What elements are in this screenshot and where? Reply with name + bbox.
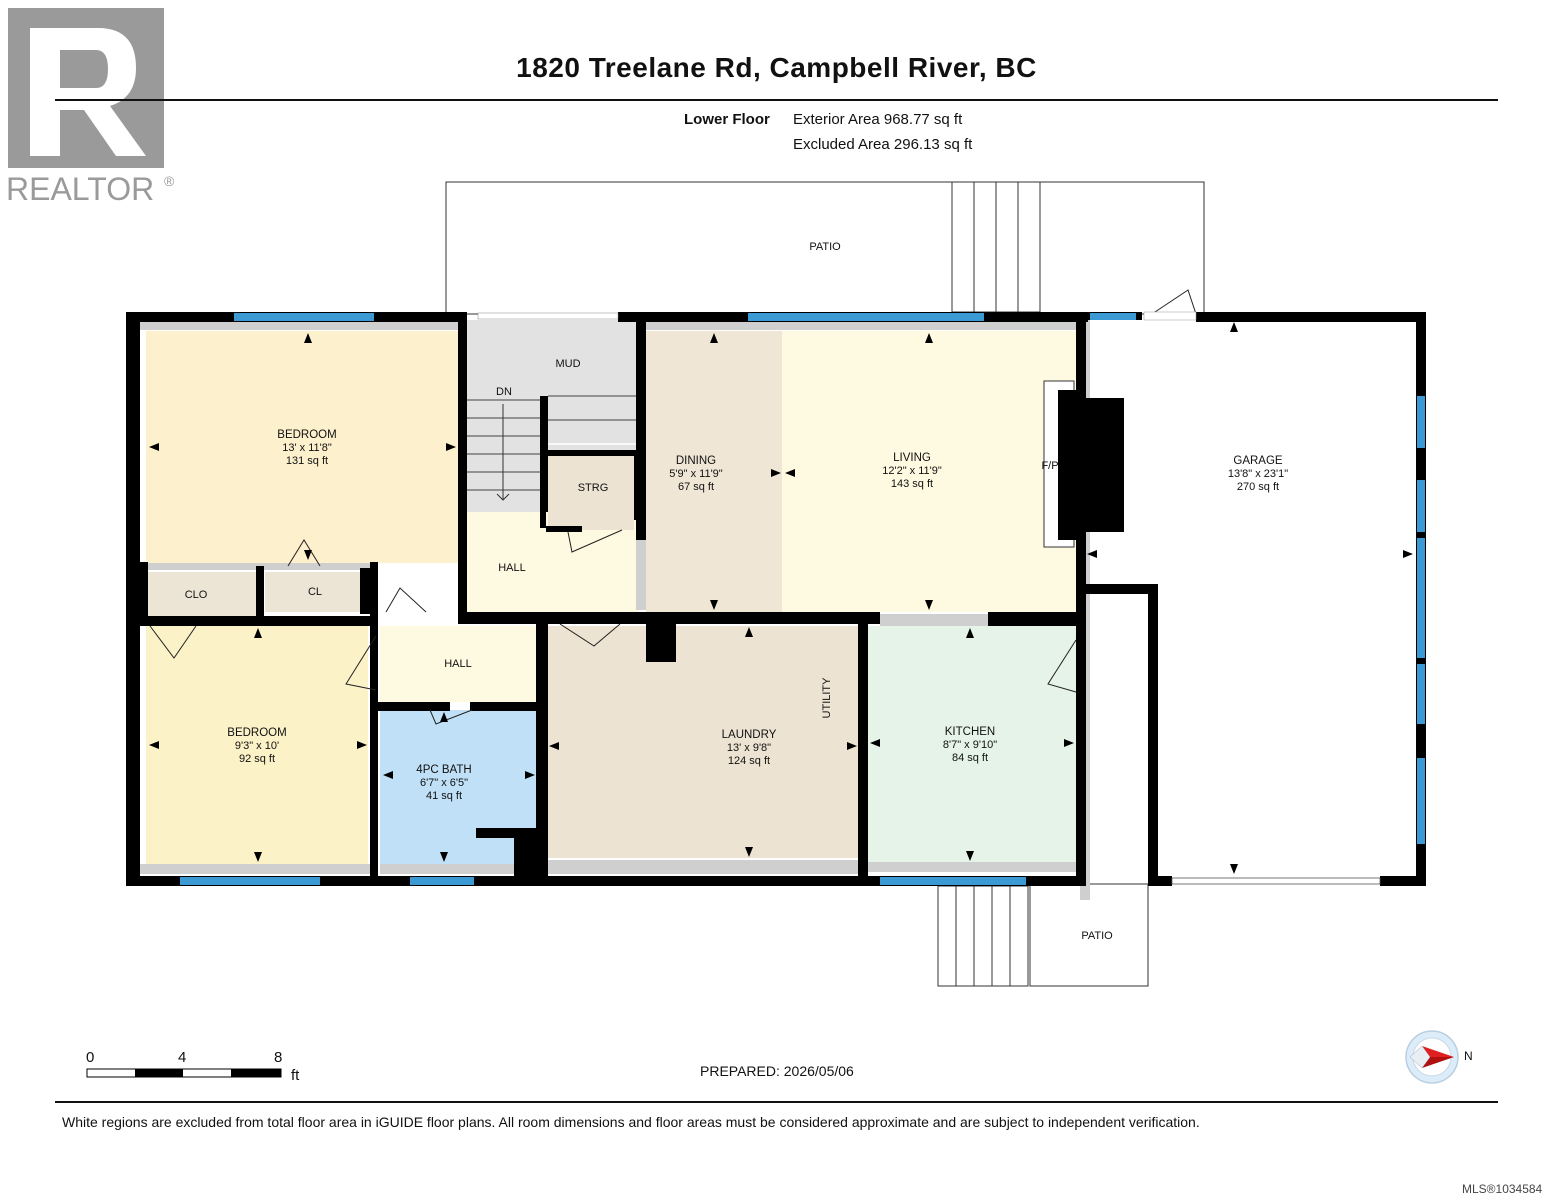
- stairs-outline: [467, 395, 636, 501]
- excluded-area: Excluded Area 296.13 sq ft: [793, 136, 973, 153]
- bath-name: 4PC BATH: [416, 764, 471, 776]
- bedroom-1-fill: [146, 331, 459, 563]
- compass-label: N: [1464, 1049, 1473, 1063]
- doors: [149, 289, 1197, 725]
- dining-fill: [646, 331, 784, 612]
- kitchen-area: 84 sq ft: [952, 752, 988, 764]
- scale-bar: [86, 1068, 282, 1078]
- bath-dims: 6'7" x 6'5": [420, 777, 468, 789]
- garage-dims: 13'8" x 23'1": [1228, 468, 1288, 480]
- steps-bottom: [937, 885, 1029, 987]
- dining-dims: 5'9" x 11'9": [669, 468, 722, 480]
- footer-divider: [55, 1101, 1498, 1103]
- floor-plan: BEDROOM 13' x 11'8" 131 sq ft BEDROOM 9'…: [126, 181, 1426, 987]
- dining-area: 67 sq ft: [678, 481, 714, 493]
- windows: [180, 313, 1425, 885]
- living-dims: 12'2" x 11'9": [882, 465, 942, 477]
- bath-area: 41 sq ft: [426, 790, 462, 802]
- scale-unit: ft: [291, 1067, 300, 1084]
- scale-tick-0: 0: [86, 1049, 95, 1066]
- living-fill: [782, 331, 1076, 612]
- utility-label: UTILITY: [821, 677, 833, 719]
- living-name: LIVING: [893, 452, 931, 464]
- fireplace-label: F/P: [1041, 460, 1058, 472]
- laundry-name: LAUNDRY: [722, 729, 777, 741]
- cl-fill: [265, 572, 365, 612]
- laundry-fill: [548, 626, 860, 858]
- realtor-logo: REALTOR ®: [6, 8, 175, 207]
- mls-number: MLS®1034584: [1462, 1182, 1543, 1196]
- clo-label: CLO: [185, 589, 208, 601]
- bedroom-1-dims: 13' x 11'8": [282, 442, 332, 454]
- laundry-area: 124 sq ft: [728, 755, 770, 767]
- compass-north-icon: [1405, 1030, 1459, 1084]
- patio-top-label: PATIO: [809, 241, 841, 253]
- interior-walls: [128, 312, 1080, 886]
- stairs-down-label: DN: [496, 386, 512, 398]
- garage-door: [1171, 877, 1381, 885]
- realtor-wordmark: REALTOR: [6, 171, 154, 207]
- hall-lower-fill: [380, 626, 538, 702]
- kitchen-fill: [868, 626, 1076, 862]
- bedroom-2-area: 92 sq ft: [239, 753, 275, 765]
- hall-lower-label: HALL: [444, 658, 472, 670]
- living-area: 143 sq ft: [891, 478, 933, 490]
- mud-label: MUD: [555, 358, 580, 370]
- patio-top: [445, 181, 1205, 315]
- clo-fill: [146, 572, 256, 616]
- exterior-area: Exterior Area 968.77 sq ft: [793, 111, 963, 128]
- kitchen-dims: 8'7" x 9'10": [943, 739, 997, 751]
- bedroom-2-fill: [146, 626, 368, 864]
- window-mullions: [1416, 448, 1426, 876]
- dimension-arrows: [149, 322, 1413, 874]
- bedroom-2-dims: 9'3" x 10': [235, 740, 279, 752]
- hall-upper-label: HALL: [498, 562, 526, 574]
- floor-label: Lower Floor: [684, 111, 770, 128]
- property-title: 1820 Treelane Rd, Campbell River, BC: [516, 52, 1037, 83]
- bath-fill: [380, 710, 538, 864]
- fireplace-wall: [1058, 390, 1076, 540]
- header-divider: [55, 99, 1498, 101]
- garage-name: GARAGE: [1233, 455, 1283, 467]
- svg-text:®: ®: [164, 173, 175, 189]
- bedroom-1-area: 131 sq ft: [286, 455, 328, 467]
- mud-door: [477, 312, 619, 320]
- bedroom-1-name: BEDROOM: [277, 429, 336, 441]
- strg-fill: [548, 456, 634, 530]
- scale-tick-8: 8: [274, 1049, 283, 1066]
- garage-side-door: [1143, 311, 1197, 321]
- kitchen-name: KITCHEN: [945, 726, 995, 738]
- scale-tick-4: 4: [178, 1049, 187, 1066]
- dining-name: DINING: [676, 455, 716, 467]
- garage-area: 270 sq ft: [1237, 481, 1279, 493]
- prepared-date: PREPARED: 2026/05/06: [700, 1063, 854, 1079]
- cl-label: CL: [308, 586, 322, 598]
- bedroom-2-name: BEDROOM: [227, 727, 286, 739]
- strg-label: STRG: [578, 482, 609, 494]
- patio-bottom-label: PATIO: [1081, 930, 1113, 942]
- laundry-dims: 13' x 9'8": [727, 742, 771, 754]
- disclaimer: White regions are excluded from total fl…: [62, 1114, 1200, 1130]
